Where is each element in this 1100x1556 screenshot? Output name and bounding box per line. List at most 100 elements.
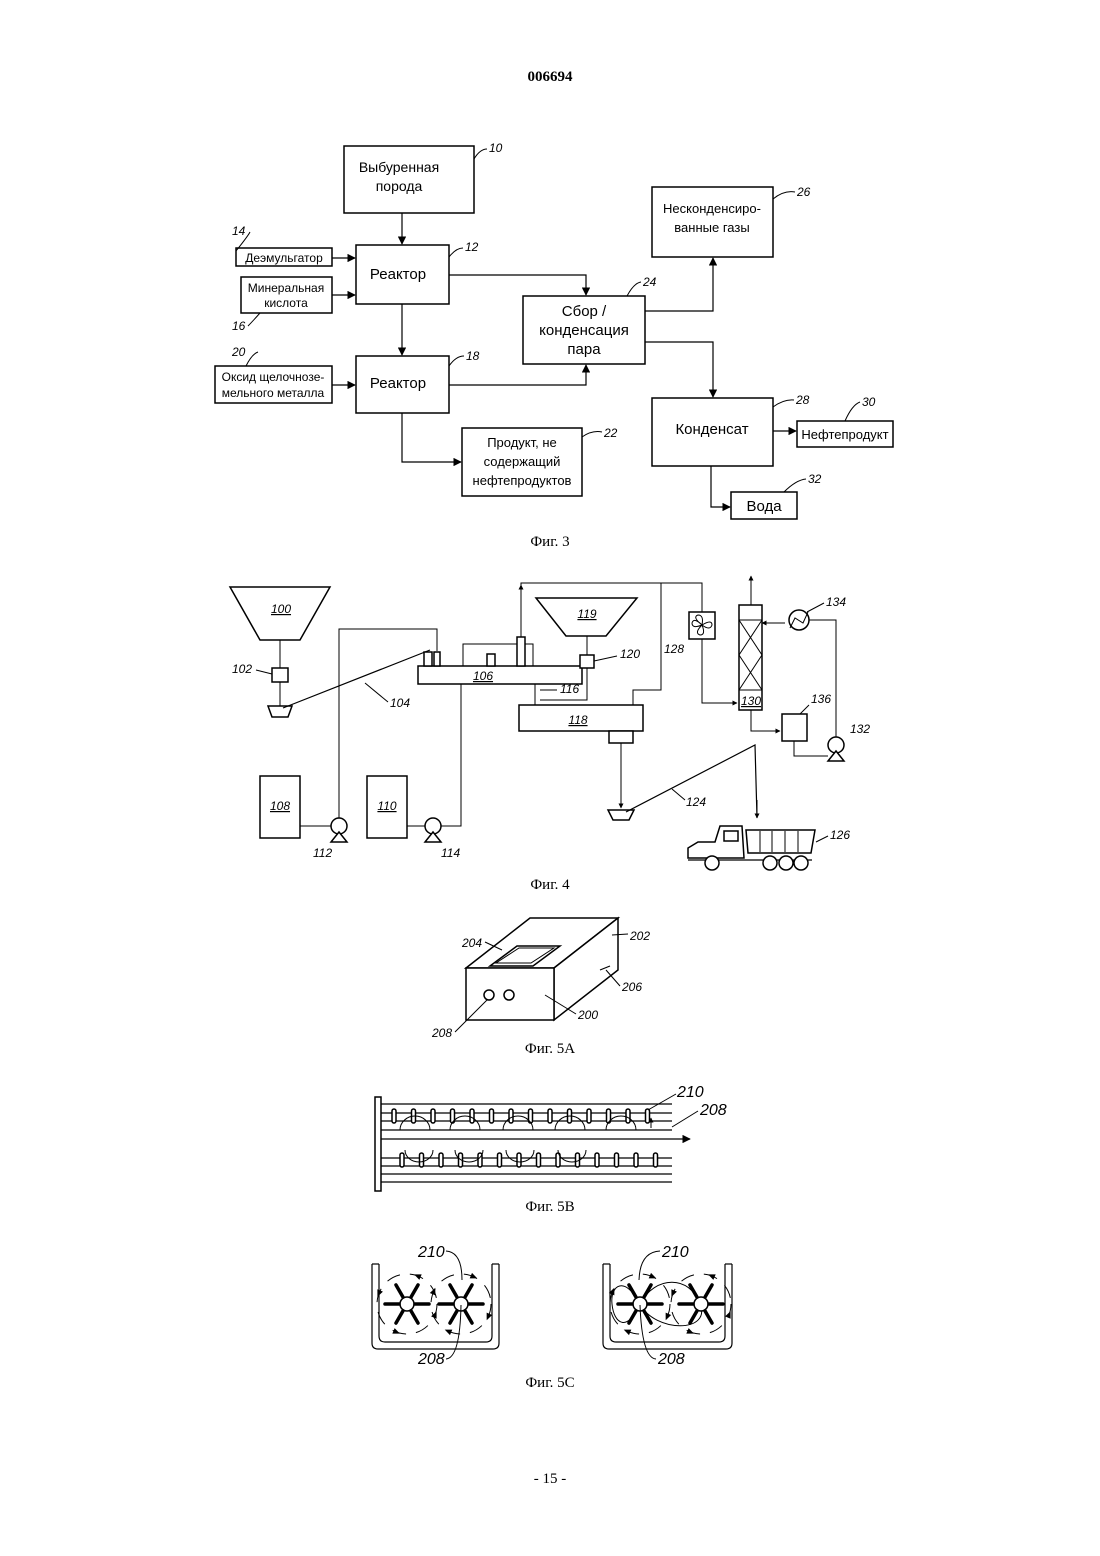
reactor-106-vent	[517, 637, 525, 666]
water-label: Вода	[746, 498, 782, 515]
ref-right-208: 208	[657, 1351, 685, 1368]
conveyor-104-inlet	[268, 706, 292, 717]
left-trough-outer	[372, 1264, 499, 1349]
alkaline-oxide-label-2: мельного металла	[222, 386, 325, 400]
paddle-icon	[439, 1153, 443, 1167]
ref-10: 10	[489, 141, 503, 155]
paddle-icon	[629, 1311, 636, 1323]
reactor-2-label: Реактор	[370, 375, 426, 392]
ref-206: 206	[621, 980, 642, 994]
ref-126: 126	[830, 828, 850, 842]
pump-icon	[331, 818, 347, 842]
pump-icon	[425, 818, 441, 842]
reactor-118-outlet	[609, 731, 633, 743]
paddle-icon	[615, 1153, 619, 1167]
oil-product-label: Нефтепродукт	[801, 427, 888, 442]
shaft-icon	[694, 1297, 708, 1311]
paddle-icon	[465, 1311, 472, 1323]
fig3-caption: Фиг. 3	[530, 534, 569, 550]
fig5c-caption: Фиг. 5С	[525, 1375, 574, 1391]
ref-102: 102	[232, 662, 252, 676]
reactor-106-inlet-b	[434, 652, 440, 666]
paddle-icon	[411, 1285, 418, 1297]
leader-26	[773, 192, 795, 199]
ref-118: 118	[568, 713, 587, 727]
reactor-106	[418, 666, 582, 684]
paddle-icon	[431, 1109, 435, 1123]
leader-102	[256, 670, 272, 674]
ref-104: 104	[390, 696, 410, 710]
reactor-106-inlet-a	[424, 652, 432, 666]
paddle-icon	[470, 1109, 474, 1123]
paddle-icon	[450, 1311, 457, 1323]
pump-114-line	[441, 684, 461, 826]
arrow-vapor-condensate	[645, 342, 713, 397]
pump-icon	[828, 737, 844, 761]
ref-106: 106	[473, 669, 493, 683]
paddle-icon	[587, 1109, 591, 1123]
paddle-icon	[548, 1109, 552, 1123]
paddle-icon	[595, 1153, 599, 1167]
ref-200: 200	[577, 1008, 598, 1022]
arrow-reactor1-vapor	[449, 275, 586, 295]
paddle-icon	[498, 1153, 502, 1167]
ref-134: 134	[826, 595, 846, 609]
fig5a-caption: Фиг. 5А	[525, 1041, 575, 1057]
ref-202: 202	[629, 929, 650, 943]
patent-number: 006694	[528, 69, 574, 85]
demulsifier-label: Деэмульгатор	[245, 251, 323, 265]
dump-truck-icon	[688, 826, 815, 870]
ref-right-210: 210	[661, 1244, 689, 1261]
feeder-120	[580, 655, 594, 668]
paddle-icon	[450, 1285, 457, 1297]
drilled-rock-label-2: порода	[376, 178, 423, 194]
reactor-1-label: Реактор	[370, 266, 426, 283]
ref-26: 26	[796, 185, 811, 199]
fig5b-caption: Фиг. 5В	[525, 1199, 574, 1215]
ref-left-208: 208	[417, 1351, 445, 1368]
ref-132: 132	[850, 722, 870, 736]
leader-210	[648, 1094, 676, 1110]
right-rotors	[609, 1273, 731, 1335]
leader-24	[627, 282, 641, 296]
left-rotors	[377, 1273, 492, 1335]
vapor-label-1: Сбор /	[562, 303, 607, 320]
paddle-icon	[626, 1109, 630, 1123]
ref-14: 14	[232, 224, 246, 238]
vapor-label-2: конденсация	[539, 322, 629, 339]
conveyor-124-inlet	[608, 810, 634, 820]
leader-126	[816, 836, 828, 842]
separator-136	[782, 714, 807, 741]
ref-24: 24	[642, 275, 657, 289]
fig5c-cross-sections: 210 208 210 208 Фиг. 5С	[372, 1244, 732, 1391]
mineral-acid-label-2: кислота	[264, 296, 308, 310]
paddle-icon	[490, 1109, 494, 1123]
end-plate	[375, 1097, 381, 1191]
shaft-port-208a	[484, 990, 494, 1000]
arrow-reactor2-product	[402, 413, 461, 462]
leader-20	[246, 352, 258, 366]
ref-32: 32	[808, 472, 822, 486]
product-label-3: нефтепродуктов	[473, 473, 572, 488]
paddle-icon	[396, 1285, 403, 1297]
paddle-icon	[537, 1153, 541, 1167]
leader-104	[365, 683, 388, 702]
paddle-icon	[400, 1153, 404, 1167]
feeder-102	[272, 668, 288, 682]
ref-30: 30	[862, 395, 876, 409]
leader-28	[773, 400, 794, 407]
product-label-2: содержащий	[484, 454, 561, 469]
condensate-label: Конденсат	[675, 421, 748, 438]
paddle-icon	[392, 1109, 396, 1123]
paddle-icon	[705, 1285, 712, 1297]
ref-208: 208	[699, 1102, 727, 1119]
fig4-process-diagram: 100 102 104 106 116 119 120	[230, 576, 870, 893]
separator-to-pump-line	[794, 741, 828, 756]
ref-120: 120	[620, 647, 640, 661]
reactor-106-port	[487, 654, 495, 666]
shaft-port-208b	[504, 990, 514, 1000]
heat-exchanger-icon	[789, 610, 809, 630]
ref-136: 136	[811, 692, 831, 706]
ref-204: 204	[461, 936, 482, 950]
